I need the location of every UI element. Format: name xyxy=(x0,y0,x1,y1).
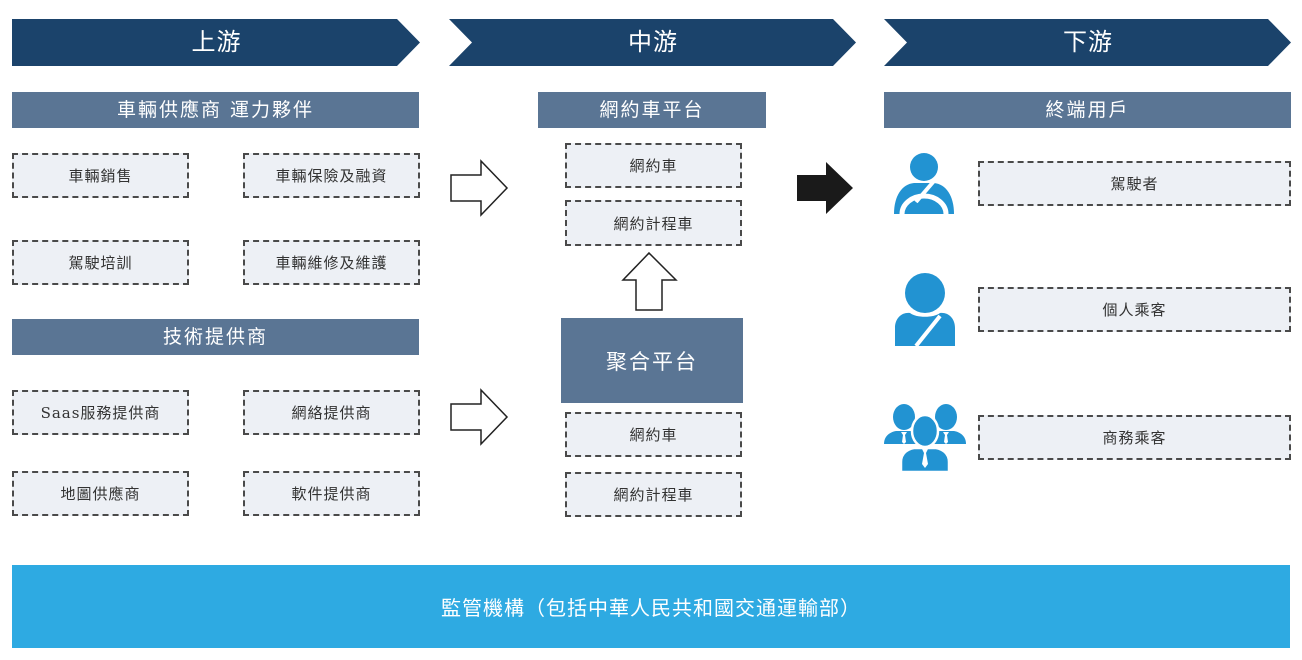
hollow-arrow-right-icon xyxy=(450,388,509,446)
individual-passenger-box: 個人乘客 xyxy=(978,287,1291,332)
hollow-arrow-up-icon xyxy=(621,251,678,311)
vehicle-supplier-header: 車輛供應商 運力夥伴 xyxy=(12,92,419,128)
aggregator-car-box: 網約車 xyxy=(565,412,742,457)
solid-arrow-right-icon xyxy=(797,162,853,214)
business-group-icon xyxy=(884,404,966,472)
vehicle-insurance-box: 車輛保險及融資 xyxy=(243,153,420,198)
tech-provider-header: 技術提供商 xyxy=(12,319,419,355)
ride-hailing-taxi-box: 網約計程車 xyxy=(565,200,742,246)
saas-provider-box: Saas服務提供商 xyxy=(12,390,189,435)
driver-icon xyxy=(894,153,954,214)
passenger-icon xyxy=(895,273,955,346)
aggregator-taxi-box: 網約計程車 xyxy=(565,472,742,517)
stage-arrow-shape xyxy=(12,19,420,66)
stage-upstream-label: 上游 xyxy=(191,28,242,56)
ride-hailing-platform-header: 網約車平台 xyxy=(538,92,766,128)
driver-box: 駕駛者 xyxy=(978,161,1291,206)
aggregator-platform-box: 聚合平台 xyxy=(561,318,743,403)
driver-training-box: 駕駛培訓 xyxy=(12,240,189,285)
map-provider-box: 地圖供應商 xyxy=(12,471,189,516)
business-passenger-box: 商務乘客 xyxy=(978,415,1291,460)
network-provider-box: 網絡提供商 xyxy=(243,390,420,435)
stage-upstream: 上游 xyxy=(12,19,421,66)
ride-hailing-car-box: 網約車 xyxy=(565,143,742,188)
vehicle-maintenance-box: 車輛維修及維護 xyxy=(243,240,420,285)
regulator-bar: 監管機構（包括中華人民共和國交通運輸部） xyxy=(12,565,1290,648)
stage-midstream-label: 中游 xyxy=(628,28,678,56)
end-users-header: 終端用戶 xyxy=(884,92,1291,128)
stage-arrow-shape xyxy=(449,19,856,66)
software-provider-box: 軟件提供商 xyxy=(243,471,420,516)
hollow-arrow-right-icon xyxy=(450,159,509,217)
stage-arrow-shape xyxy=(884,19,1291,66)
stage-midstream: 中游 xyxy=(449,19,857,66)
stage-downstream-label: 下游 xyxy=(1063,28,1113,56)
stage-downstream: 下游 xyxy=(884,19,1292,66)
vehicle-sales-box: 車輛銷售 xyxy=(12,153,189,198)
